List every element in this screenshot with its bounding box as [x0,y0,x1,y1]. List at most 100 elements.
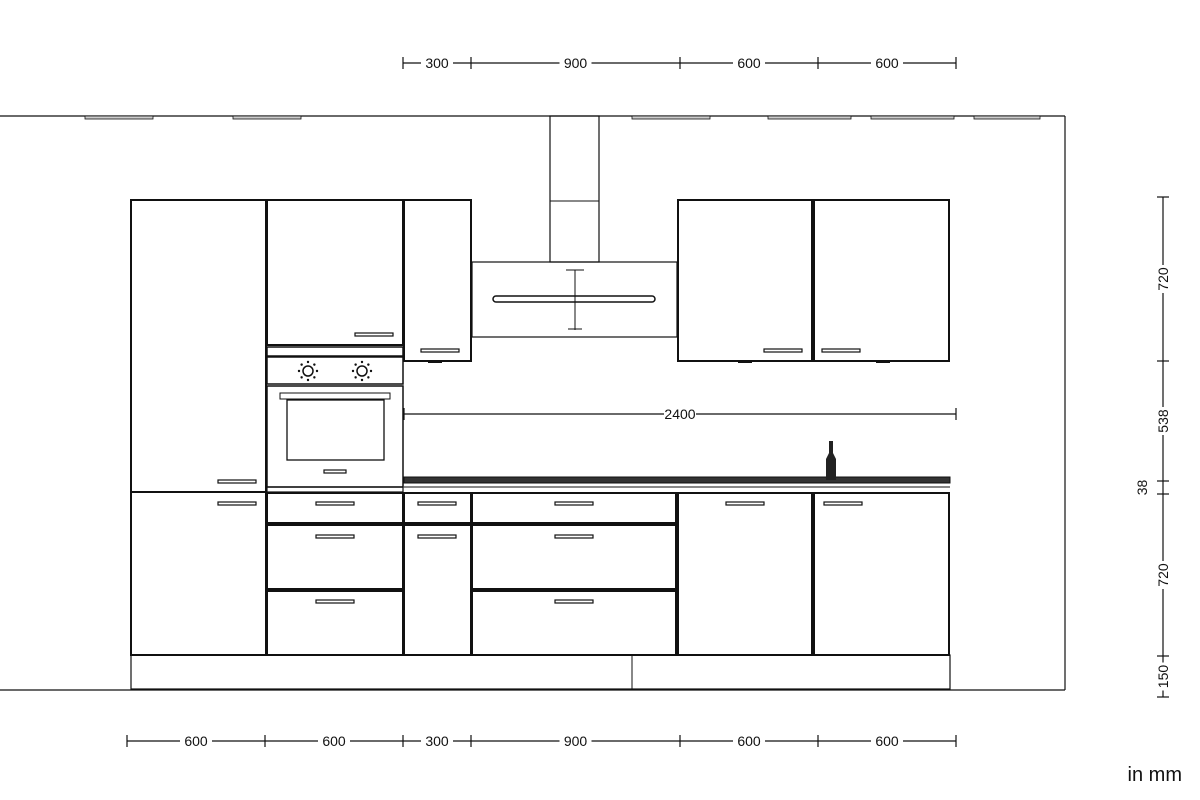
bottom-dimension-label-bg [871,733,903,749]
height-dimension-label: 538 [1155,409,1171,433]
bottom-dimension-label: 600 [875,733,899,749]
oven-column-strip [266,346,404,357]
knob-dot [300,363,303,366]
knob-dot [300,376,303,379]
bottom-dimension-label-bg [421,733,453,749]
handle [823,501,863,506]
handle [725,501,765,506]
height-dimension-label: 38 [1134,480,1150,496]
height-dimension-label: 150 [1155,665,1171,689]
knob-dot [354,376,357,379]
top-dimension-label: 600 [737,55,761,71]
ceiling-light [870,115,955,120]
knob-dot [297,369,301,373]
base-600-door-left [677,492,813,656]
worktop [403,476,951,484]
extractor-hood [471,261,678,338]
tall-cabinet-upper-door [130,199,267,493]
bottle-icon [826,441,836,480]
height-dimension-label-bg [1155,662,1171,691]
oven-knob-icon [302,365,314,377]
hood-handle [492,295,656,303]
knob-dot [313,363,316,366]
oven-knob-icon [356,365,368,377]
ceiling-light [973,115,1041,120]
units-label: in mm [1127,764,1182,786]
top-dimension-label-bg [871,55,903,71]
bottom-dimension-label: 600 [737,733,761,749]
cabinet-foot [428,361,442,363]
handle [763,348,803,353]
handle [323,469,347,474]
cabinet-foot [876,361,890,363]
bottom-dimension-label-bg [180,733,212,749]
height-dimension-label-bg [1155,265,1171,293]
handle [420,348,460,353]
base-900-drawer-1 [471,492,677,524]
top-dimension-label-bg [559,55,592,71]
handle [354,332,394,337]
knob-dot [360,378,364,382]
wall-cabinet-600-left [677,199,813,362]
bottom-dimension-label: 300 [425,733,449,749]
base-600-door-right [813,492,950,656]
handle [821,348,861,353]
knob-dot [367,376,370,379]
bottom-dimension-label-bg [559,733,592,749]
top-dimension-label: 900 [564,55,588,71]
height-dimension-label: 720 [1155,563,1171,587]
knob-dot [367,363,370,366]
ceiling-light [631,115,711,120]
worktop-dimension-label-bg [664,406,696,422]
bottom-dimension-label: 600 [184,733,208,749]
top-dimension-label: 300 [425,55,449,71]
base-300-door [403,524,472,656]
top-dimension-label-bg [421,55,453,71]
ceiling-light [767,115,852,120]
handle [554,501,594,506]
handle [315,501,355,506]
base-300-drawer [403,492,472,524]
knob-dot [360,360,364,364]
oven-column-top-door [266,199,404,346]
oven-window [286,399,385,461]
bottom-dimension-label: 900 [564,733,588,749]
knob-dot [313,376,316,379]
ceiling-light [232,115,302,120]
knob-dot [369,369,373,373]
knob-dot [351,369,355,373]
bottom-dimension-label-bg [318,733,350,749]
knob-dot [306,360,310,364]
oven-column-drawer-1 [266,492,404,524]
top-dimension-label-bg [733,55,765,71]
hood-chimney [549,115,600,263]
handle [554,534,594,539]
tall-cabinet-lower-door [130,491,267,656]
oven-control-panel [266,356,404,385]
knob-dot [306,378,310,382]
handle [554,599,594,604]
oven-vent [279,392,391,400]
base-900-drawer-2 [471,524,677,590]
height-dimension-label: 720 [1155,267,1171,291]
handle [217,479,257,484]
handle [217,501,257,506]
handle [417,501,457,506]
worktop-dimension-label: 2400 [664,406,695,422]
handle [417,534,457,539]
ceiling-light [84,115,154,120]
bottom-dimension-label-bg [733,733,765,749]
handle [315,534,355,539]
plinth [130,654,951,690]
handle [315,599,355,604]
bottom-dimension-label: 600 [322,733,346,749]
height-dimension-label-bg [1155,561,1171,589]
wall-cabinet-300 [403,199,472,362]
knob-dot [315,369,319,373]
knob-dot [354,363,357,366]
cabinet-foot [738,361,752,363]
top-dimension-label: 600 [875,55,899,71]
wall-cabinet-600-right [813,199,950,362]
height-dimension-label-bg [1155,407,1171,435]
